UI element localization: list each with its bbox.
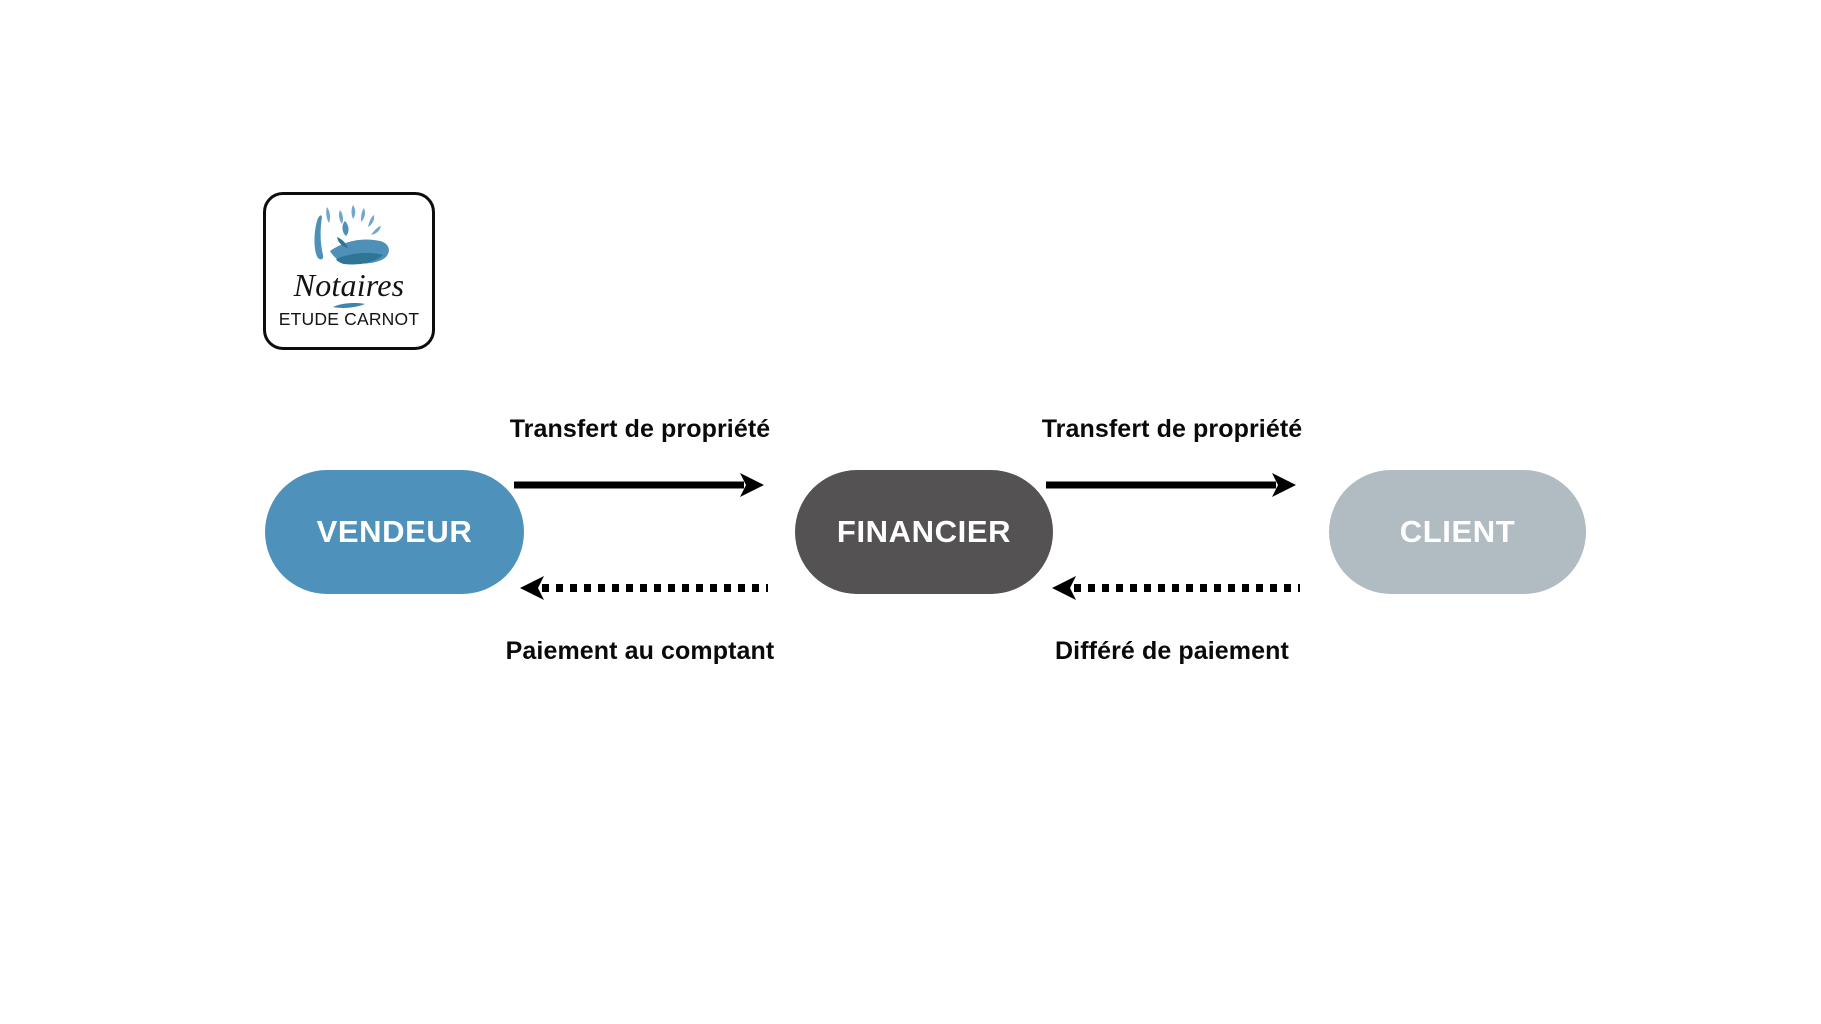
node-client-label: CLIENT <box>1399 514 1516 549</box>
arrow-left-dotted-icon <box>520 576 768 600</box>
edge-vendeur-financier: Transfert de propriété Paiement au compt… <box>490 415 790 675</box>
edge-financier-client-return-label: Différé de paiement <box>1055 637 1289 665</box>
notaires-emblem-icon <box>314 205 389 265</box>
edge-vendeur-financier-forward-label: Transfert de propriété <box>509 415 771 443</box>
edge-financier-client: Transfert de propriété Différé de paieme… <box>1022 415 1322 675</box>
arrow-left-dotted-icon <box>1052 576 1300 600</box>
node-vendeur-label: VENDEUR <box>316 514 473 549</box>
node-financier[interactable]: FINANCIER <box>795 470 1053 594</box>
node-financier-label: FINANCIER <box>836 514 1012 549</box>
arrow-right-solid-icon <box>1046 473 1296 497</box>
arrow-right-solid-icon <box>514 473 764 497</box>
logo-wordmark: Notaires <box>293 267 405 303</box>
logo-subtitle: ETUDE CARNOT <box>278 309 420 329</box>
node-client[interactable]: CLIENT <box>1329 470 1586 594</box>
blue-swoosh-icon <box>333 303 365 308</box>
edge-financier-client-forward-label: Transfert de propriété <box>1041 415 1303 443</box>
notaires-logo-card: Notaires ETUDE CARNOT <box>263 192 435 350</box>
node-vendeur[interactable]: VENDEUR <box>265 470 524 594</box>
edge-vendeur-financier-return-label: Paiement au comptant <box>505 637 775 665</box>
